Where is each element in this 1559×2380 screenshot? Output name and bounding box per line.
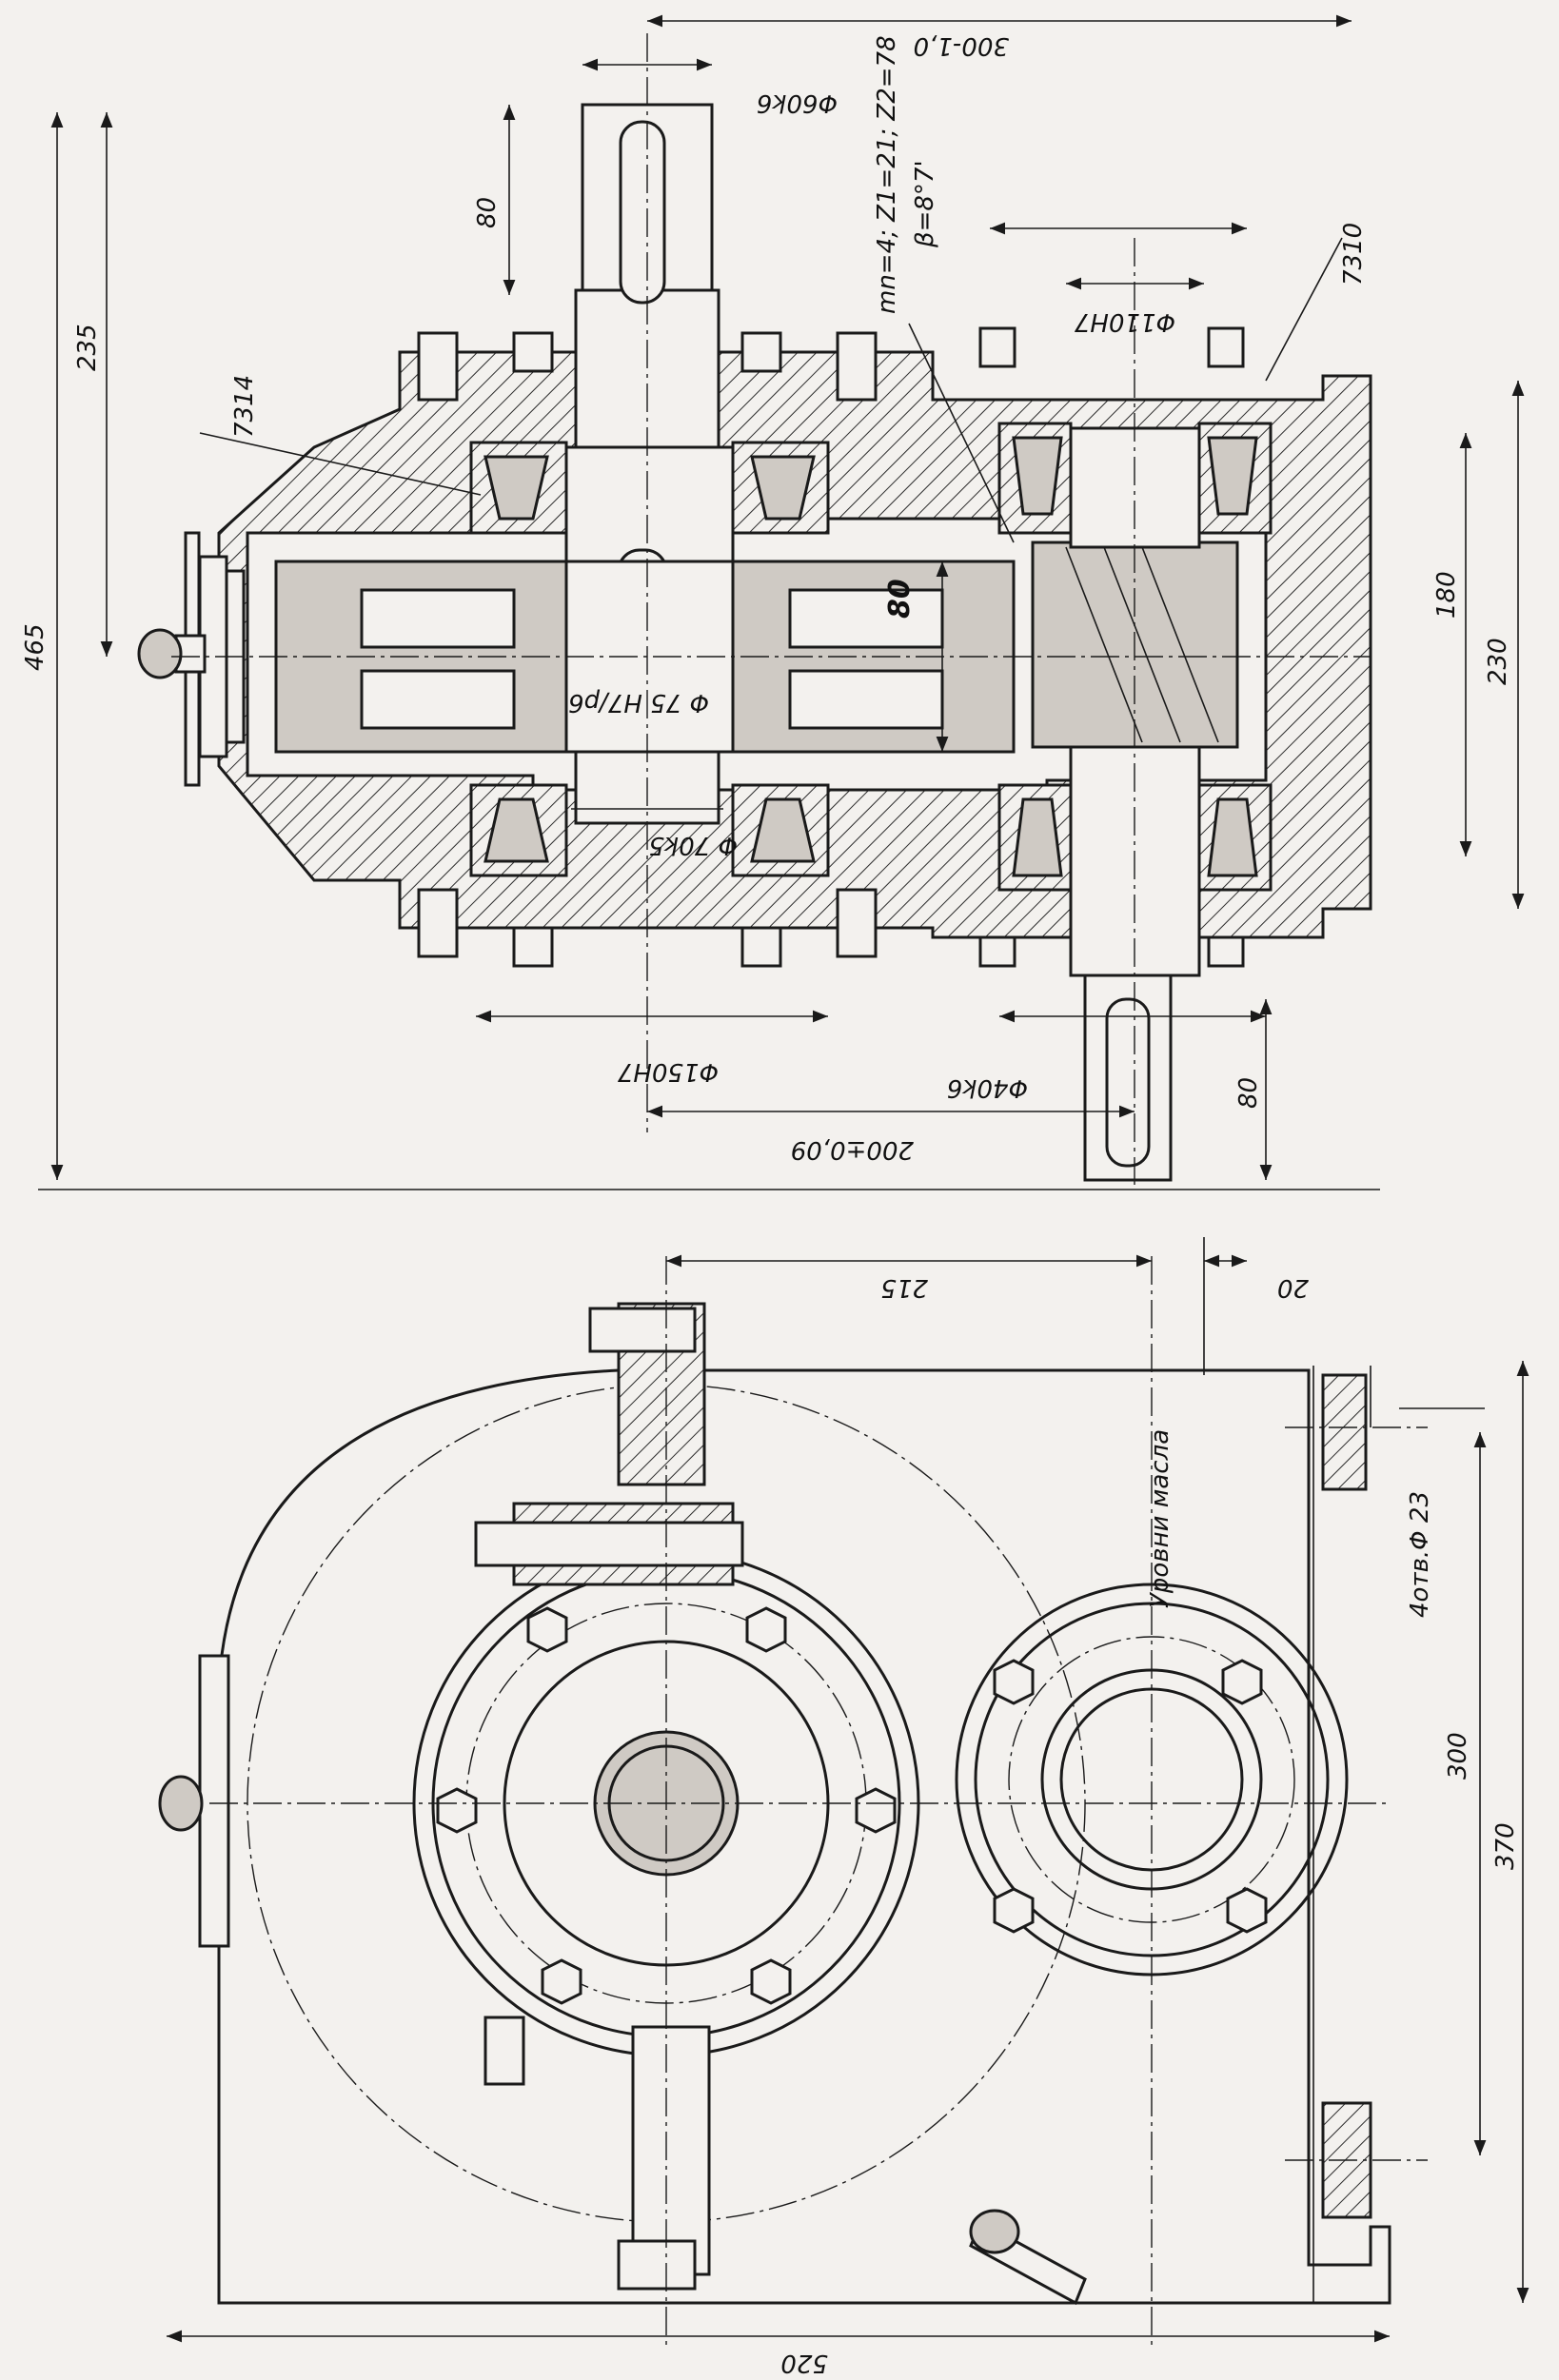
dim-465: 465: [21, 623, 49, 671]
front-view: 215 20 Уровни масла 4отв.Φ 23 300 370 52…: [158, 1237, 1529, 2377]
dim-180: 180: [1432, 571, 1461, 619]
dim-80-bottom: 80: [1234, 1077, 1263, 1109]
bearing-7310: 7310: [1339, 223, 1368, 285]
pinion-shaft: [997, 422, 1273, 1182]
dim-20: 20: [1277, 1273, 1309, 1302]
dim-phi70: Φ 70k5: [649, 831, 738, 859]
dim-520: 520: [780, 2349, 828, 2377]
dim-235: 235: [73, 324, 102, 371]
dim-300-front: 300: [1444, 1732, 1472, 1780]
dim-phi110: Φ110H7: [1074, 307, 1175, 336]
holes-label: 4отв.Φ 23: [1406, 1491, 1434, 1618]
oil-level-label: Уровни масла: [1146, 1429, 1174, 1608]
gear-params-2: β=8°7': [911, 160, 939, 248]
dim-80-top: 80: [473, 197, 502, 228]
side-breather-icon: [158, 1654, 230, 1948]
dim-370: 370: [1491, 1822, 1520, 1870]
section-view: 300-1,0 Φ60k6 80 mn=4; Z1=21; Z2=78 β=8°…: [21, 14, 1525, 1190]
dim-phi75: Φ 75 H7/p6: [568, 688, 709, 717]
dim-300: 300-1,0: [914, 31, 1009, 60]
oil-dipstick-icon: [969, 2209, 1087, 2306]
dim-230: 230: [1484, 638, 1512, 685]
dim-215: 215: [880, 1273, 928, 1302]
flange-bolts: [417, 326, 1245, 968]
breather-plug-icon: [137, 531, 207, 787]
gear-params-1: mn=4; Z1=21; Z2=78: [873, 35, 901, 314]
dim-phi40: Φ40k6: [947, 1073, 1028, 1102]
foot-section-top: [1321, 1373, 1368, 1491]
dim-phi150: Φ150H7: [617, 1057, 719, 1086]
dim-200: 200±0,09: [791, 1135, 914, 1164]
dim-80-gear: 80: [883, 579, 917, 619]
dim-phi60: Φ60k6: [757, 89, 838, 117]
bearing-7314: 7314: [230, 375, 259, 438]
bearings-input: [469, 441, 830, 877]
lifting-lug: [474, 1302, 744, 1586]
lower-lug: [483, 2016, 711, 2291]
cover-bolts: [436, 1606, 1268, 2005]
